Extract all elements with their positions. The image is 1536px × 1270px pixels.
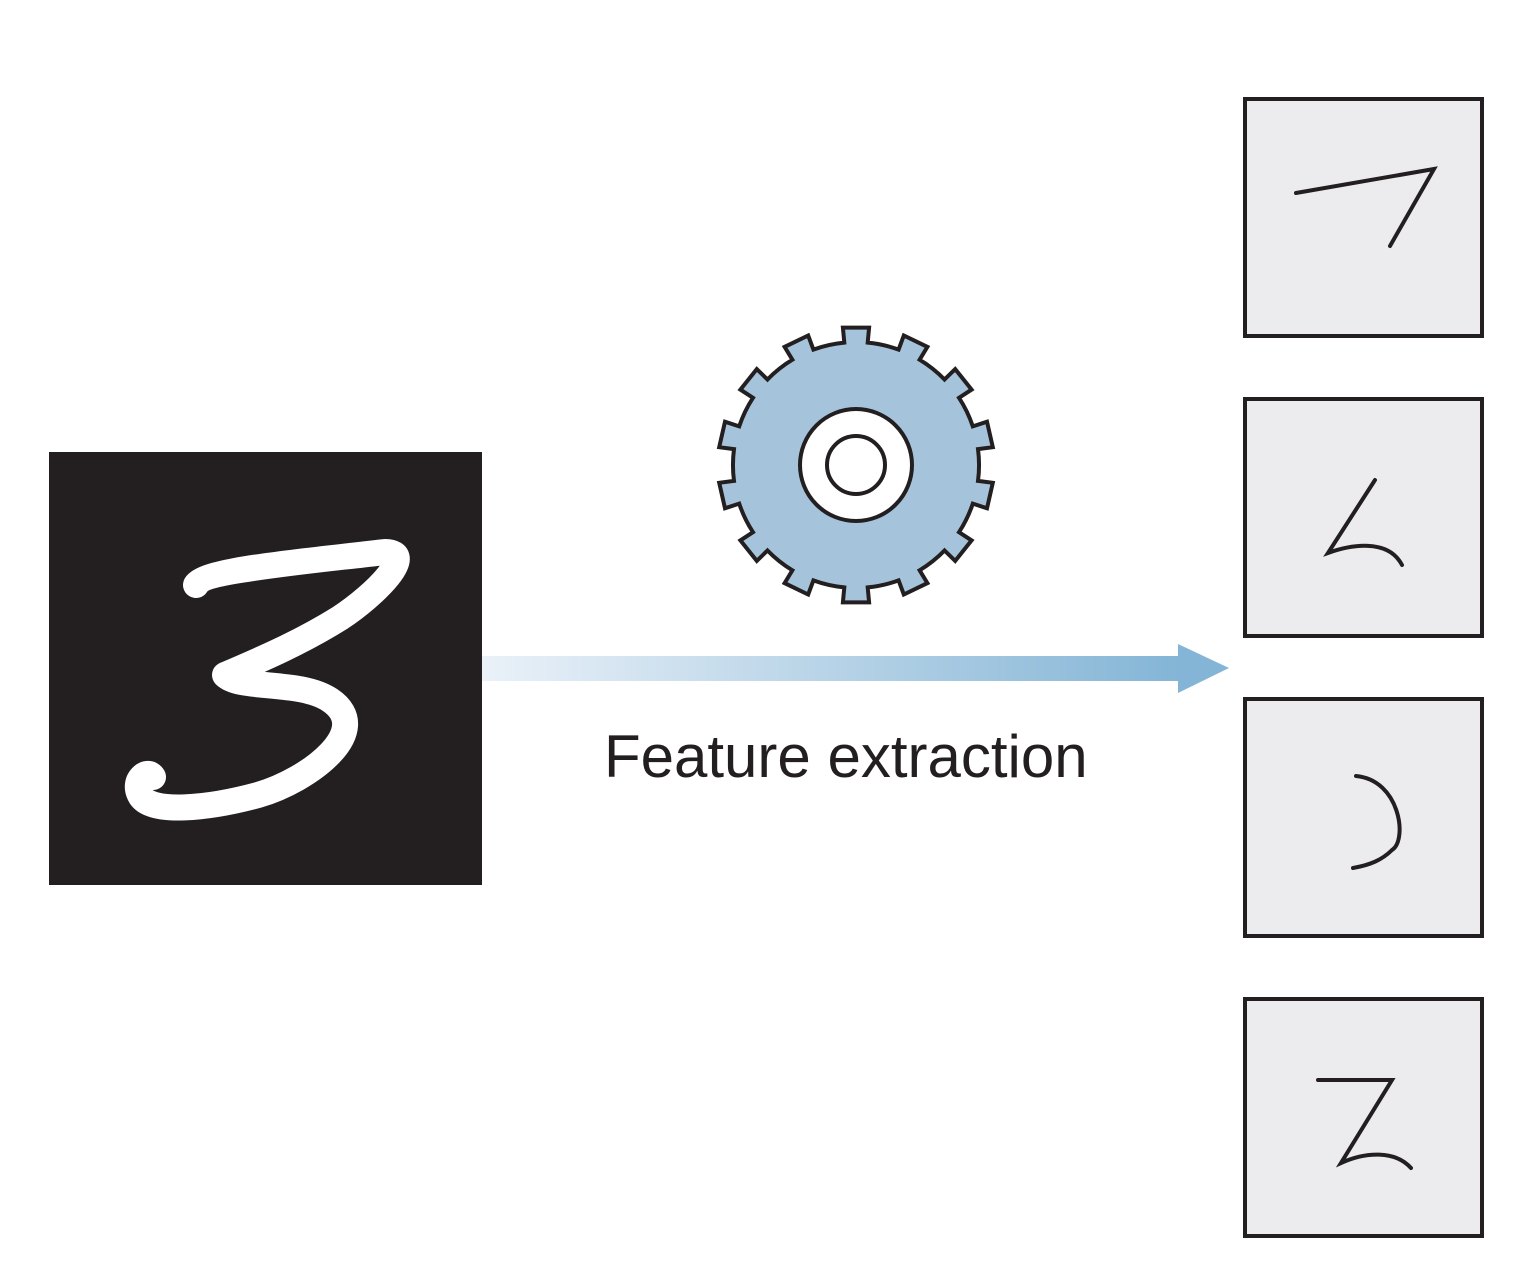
- feature-extraction-label: Feature extraction: [604, 723, 1088, 790]
- feature-tile-4: [1243, 997, 1484, 1238]
- feature-tile-2: [1243, 397, 1484, 638]
- feature-stroke-3: [1351, 774, 1402, 870]
- feature-stroke-4: [1316, 1078, 1413, 1170]
- handwritten-digit-three: [124, 539, 410, 821]
- flow-arrow: [482, 644, 1229, 693]
- feature-tile-1: [1243, 97, 1484, 338]
- feature-stroke-2: [1323, 478, 1404, 567]
- input-digit-image: [49, 452, 482, 885]
- feature-stroke-1: [1294, 166, 1438, 248]
- feature-tile-3: [1243, 697, 1484, 938]
- gear-icon: [716, 325, 996, 605]
